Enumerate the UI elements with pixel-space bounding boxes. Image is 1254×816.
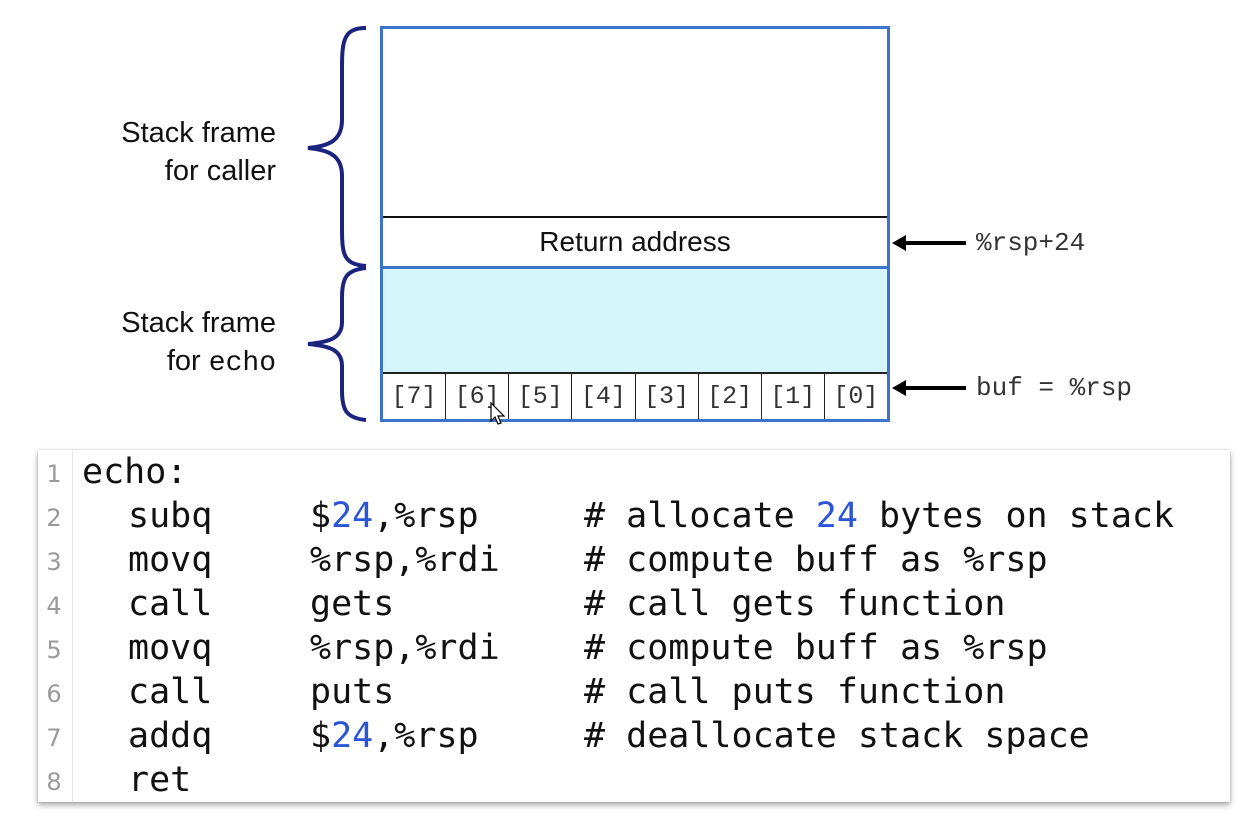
code-operands: gets bbox=[310, 584, 394, 624]
caller-frame-brace bbox=[307, 26, 367, 268]
buf-label: buf = %rsp bbox=[976, 373, 1133, 403]
comment-text: bytes on stack bbox=[857, 496, 1175, 536]
code-opcode: movq bbox=[128, 628, 213, 668]
code-comment: # deallocate stack space bbox=[584, 716, 1090, 756]
buffer-row: [7][6][5][4][3][2][1][0] bbox=[383, 372, 887, 419]
mouse-pointer-icon bbox=[490, 402, 506, 425]
line-number: 4 bbox=[46, 592, 62, 620]
code-comment: # allocate 24 bytes on stack bbox=[584, 496, 1174, 536]
comment-text: # deallocate stack space bbox=[584, 716, 1090, 756]
buffer-cell: [3] bbox=[634, 374, 698, 419]
pointer-line bbox=[906, 241, 966, 245]
line-number: 5 bbox=[46, 636, 62, 664]
code-operands: $24,%rsp bbox=[310, 716, 479, 756]
code-comment: # call puts function bbox=[584, 672, 1005, 712]
code-opcode: call bbox=[128, 672, 213, 712]
operand-text: puts bbox=[310, 672, 395, 712]
buffer-cell: [5] bbox=[508, 374, 571, 419]
comment-text: # call gets function bbox=[584, 584, 1006, 624]
code-operands: $24,%rsp bbox=[310, 496, 479, 536]
buffer-cell: [1] bbox=[760, 374, 824, 419]
rsp24-pointer: %rsp+24 bbox=[892, 228, 1085, 258]
line-number-gutter bbox=[72, 450, 73, 802]
arrow-left-icon bbox=[892, 380, 906, 396]
code-label: echo: bbox=[82, 452, 188, 492]
code-comment: # compute buff as %rsp bbox=[584, 628, 1048, 668]
code-operands: %rsp,%rdi bbox=[310, 540, 500, 580]
code-opcode: movq bbox=[128, 540, 213, 580]
comment-text: # compute buff as %rsp bbox=[584, 540, 1048, 580]
return-address-slot: Return address bbox=[539, 226, 731, 257]
pointer-line bbox=[906, 386, 966, 390]
line-number: 8 bbox=[46, 768, 62, 796]
operand-text: $ bbox=[310, 496, 332, 536]
comment-number: 24 bbox=[815, 496, 858, 536]
arrow-left-icon bbox=[892, 235, 906, 251]
operand-text: ,%rsp bbox=[373, 716, 479, 756]
echo-frame-brace bbox=[307, 266, 367, 422]
operand-number: 24 bbox=[331, 496, 374, 536]
buf-pointer: buf = %rsp bbox=[892, 373, 1132, 403]
echo-frame-area: [7][6][5][4][3][2][1][0] bbox=[380, 266, 890, 422]
operand-text: gets bbox=[310, 584, 395, 624]
code-operands: puts bbox=[310, 672, 394, 712]
frame-braces bbox=[307, 26, 367, 422]
caller-frame-label-line1: Stack frame bbox=[121, 117, 276, 149]
operand-text: %rsp,%rdi bbox=[310, 540, 500, 580]
code-comment: # call gets function bbox=[584, 584, 1005, 624]
buffer-cell: [0] bbox=[823, 374, 887, 419]
code-operands: %rsp,%rdi bbox=[310, 628, 500, 668]
echo-frame-label-line2: for echo bbox=[121, 342, 276, 383]
comment-text: # call puts function bbox=[584, 672, 1006, 712]
operand-text: %rsp,%rdi bbox=[310, 628, 500, 668]
code-opcode: addq bbox=[128, 716, 213, 756]
echo-frame-label-prefix: for bbox=[166, 345, 209, 377]
line-number: 1 bbox=[46, 460, 62, 488]
line-number: 6 bbox=[46, 680, 62, 708]
line-number: 3 bbox=[46, 548, 62, 576]
buffer-cell: [7] bbox=[391, 382, 437, 411]
line-number: 7 bbox=[46, 724, 62, 752]
caller-frame-label-line2: for caller bbox=[164, 155, 276, 187]
stack-diagram: Return address [7][6][5][4][3][2][1][0] bbox=[380, 26, 890, 422]
comment-text: # compute buff as %rsp bbox=[584, 628, 1048, 668]
caller-frame-area bbox=[383, 29, 887, 218]
code-opcode: call bbox=[128, 584, 213, 624]
caller-frame-label: Stack frame for caller bbox=[121, 114, 276, 190]
operand-text: $ bbox=[310, 716, 332, 756]
code-opcode: ret bbox=[128, 760, 192, 800]
buffer-cell: [2] bbox=[697, 374, 761, 419]
code-comment: # compute buff as %rsp bbox=[584, 540, 1048, 580]
line-number: 2 bbox=[46, 504, 62, 532]
echo-frame-label-line1: Stack frame bbox=[121, 307, 276, 339]
buffer-cell: [4] bbox=[571, 374, 634, 419]
rsp24-label: %rsp+24 bbox=[976, 228, 1086, 258]
echo-frame-label: Stack frame for echo bbox=[121, 304, 276, 383]
echo-frame-label-code: echo bbox=[208, 348, 276, 379]
operand-text: ,%rsp bbox=[373, 496, 479, 536]
operand-number: 24 bbox=[331, 716, 374, 756]
code-opcode: subq bbox=[128, 496, 213, 536]
comment-text: # allocate bbox=[584, 496, 816, 536]
